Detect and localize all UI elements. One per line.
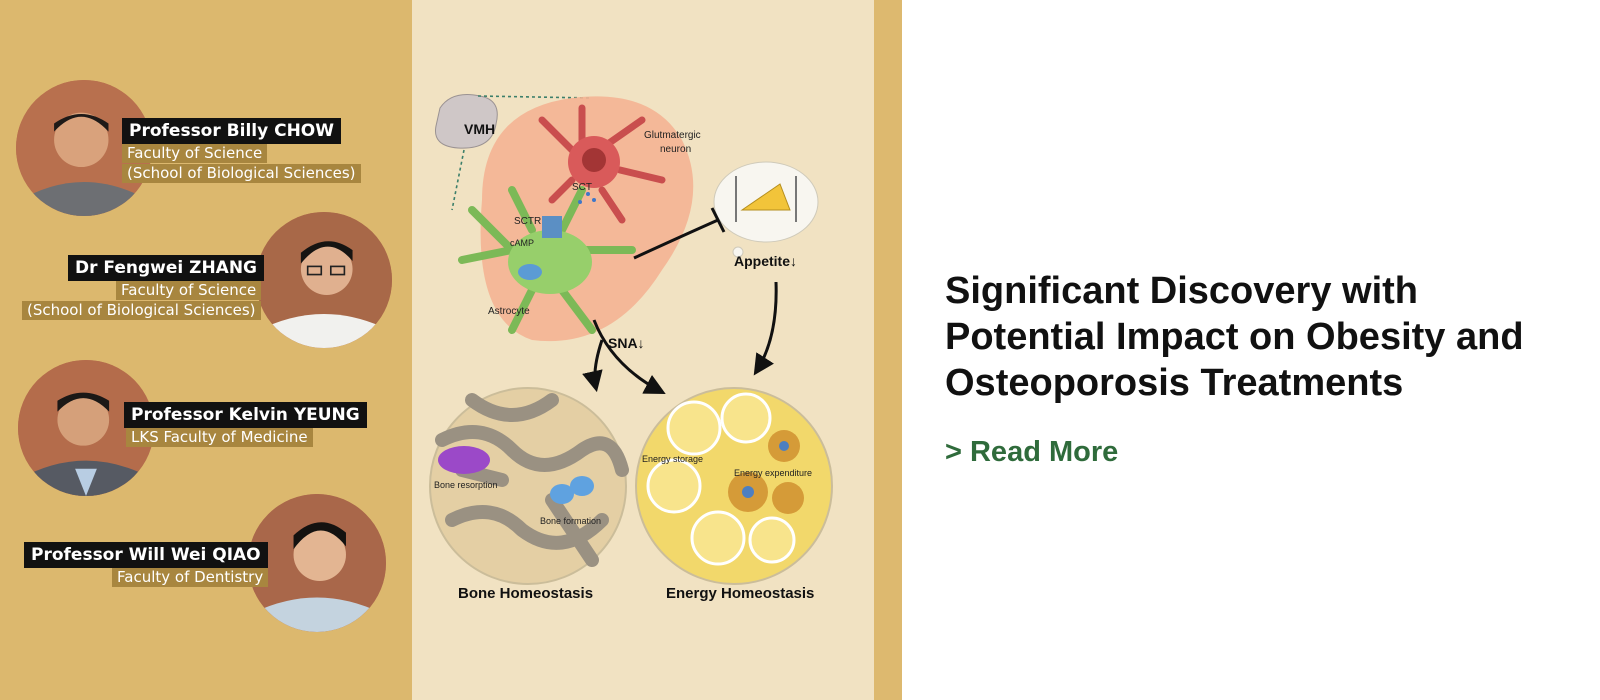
appetite-label: Appetite↓ bbox=[734, 253, 797, 269]
glutamatergic-label: neuron bbox=[660, 144, 691, 155]
article-teaser: Significant Discovery with Potential Imp… bbox=[945, 268, 1585, 469]
bone-tissue-icon bbox=[429, 387, 629, 585]
sctr-label: SCTR bbox=[514, 216, 541, 227]
energy-expenditure-label: Energy expenditure bbox=[734, 468, 812, 478]
vmh-label: VMH bbox=[464, 121, 495, 137]
mechanism-diagram-panel: VMH Glutmatergic neuron SCT SCTR cAMP As… bbox=[412, 0, 874, 700]
person-affiliation: LKS Faculty of Medicine bbox=[126, 428, 313, 447]
sna-label: SNA↓ bbox=[608, 335, 645, 351]
person-affiliation: Faculty of Science bbox=[122, 144, 268, 163]
person-affiliation: (School of Biological Sciences) bbox=[22, 301, 261, 320]
energy-storage-label: Energy storage bbox=[642, 454, 703, 464]
astrocyte-label: Astrocyte bbox=[488, 306, 530, 317]
person-affiliation: Faculty of Science bbox=[116, 281, 262, 300]
person-name: Dr Fengwei ZHANG bbox=[68, 255, 265, 281]
camp-label: cAMP bbox=[510, 238, 534, 248]
person-name: Professor Will Wei QIAO bbox=[24, 542, 268, 568]
banner-border-strip bbox=[874, 0, 902, 700]
bone-homeostasis-label: Bone Homeostasis bbox=[458, 585, 593, 602]
portrait-will-wei-qiao bbox=[248, 494, 386, 632]
bone-resorption-label: Bone resorption bbox=[434, 480, 498, 490]
astrocyte-icon bbox=[458, 186, 636, 334]
news-banner-image[interactable]: Professor Billy CHOW Faculty of Science … bbox=[0, 0, 902, 700]
appetite-thought-cloud-icon bbox=[713, 161, 819, 258]
energy-homeostasis-label: Energy Homeostasis bbox=[666, 585, 814, 602]
person-affiliation: (School of Biological Sciences) bbox=[122, 164, 361, 183]
sct-label: SCT bbox=[572, 182, 592, 193]
person-name: Professor Billy CHOW bbox=[122, 118, 342, 144]
person-affiliation: Faculty of Dentistry bbox=[112, 568, 269, 587]
portrait-fengwei-zhang bbox=[256, 212, 392, 348]
mechanism-diagram: VMH Glutmatergic neuron SCT SCTR cAMP As… bbox=[429, 94, 833, 602]
person-name: Professor Kelvin YEUNG bbox=[124, 402, 367, 428]
glutamatergic-label: Glutmatergic bbox=[644, 130, 701, 141]
glutamatergic-neuron-icon bbox=[538, 104, 666, 224]
article-headline[interactable]: Significant Discovery with Potential Imp… bbox=[945, 270, 1524, 404]
researchers-panel: Professor Billy CHOW Faculty of Science … bbox=[0, 0, 412, 700]
read-more-link[interactable]: > Read More bbox=[945, 436, 1119, 468]
bone-formation-label: Bone formation bbox=[540, 516, 601, 526]
adipose-tissue-icon bbox=[635, 387, 833, 585]
brain-icon bbox=[434, 94, 498, 149]
